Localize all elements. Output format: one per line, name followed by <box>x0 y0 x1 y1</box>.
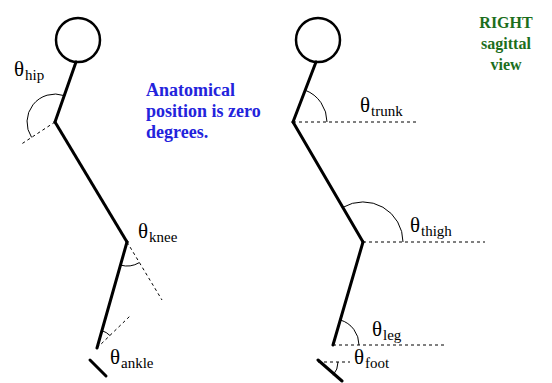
head-circle <box>296 18 340 62</box>
reference-line <box>20 122 55 145</box>
angle-symbol: θ <box>410 214 420 237</box>
angle-arc <box>27 94 64 137</box>
leg-segment <box>97 242 127 348</box>
thigh-segment <box>293 122 363 242</box>
foot-segment <box>318 360 342 381</box>
thigh-segment <box>55 122 127 242</box>
note-text: Anatomical position is zero degrees. <box>146 80 268 143</box>
angle-symbol: θ <box>138 220 148 243</box>
angle-symbol: θ <box>372 318 382 341</box>
trunk-segment <box>55 62 76 122</box>
left-reference-lines <box>20 122 162 348</box>
angle-arc <box>340 320 359 345</box>
angle-symbol: θ <box>360 94 370 117</box>
angle-arc <box>333 362 338 375</box>
right-reference-lines <box>293 122 485 362</box>
head-circle <box>56 18 100 62</box>
angle-arc <box>102 331 110 336</box>
right-figure <box>293 18 363 381</box>
angle-subscript: leg <box>383 327 401 343</box>
horizontal-line <box>333 345 445 346</box>
horizontal-line <box>363 242 485 243</box>
angle-subscript: foot <box>365 355 389 371</box>
angle-subscript: thigh <box>421 223 452 239</box>
horizontal-line <box>318 362 350 363</box>
foot-segment <box>90 360 106 376</box>
angle-arc <box>121 263 140 266</box>
trunk-segment <box>293 62 316 122</box>
angle-symbol: θ <box>110 346 120 369</box>
leg-segment <box>333 242 363 345</box>
horizontal-line <box>293 122 418 123</box>
angle-subscript: trunk <box>371 103 403 119</box>
angle-subscript: ankle <box>121 355 153 371</box>
angle-subscript: hip <box>25 67 44 83</box>
angle-subscript: knee <box>149 229 177 245</box>
reference-line <box>127 242 162 300</box>
angle-arc <box>343 202 403 242</box>
reference-line <box>97 316 130 348</box>
angle-arc <box>305 90 327 122</box>
left-angle-arcs <box>27 94 139 335</box>
view-label: RIGHT sagittal view <box>466 12 546 75</box>
angle-symbol: θ <box>354 346 364 369</box>
angle-symbol: θ <box>14 58 24 81</box>
left-figure <box>55 18 127 376</box>
right-angle-arcs <box>305 90 403 375</box>
